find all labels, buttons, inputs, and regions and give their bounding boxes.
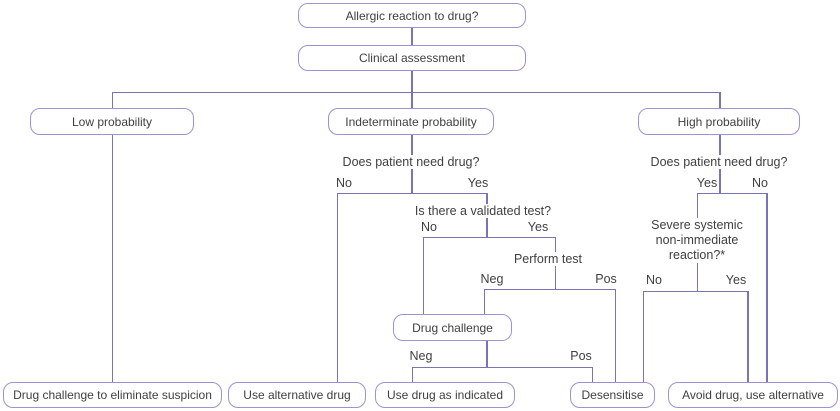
connector-hline: [484, 289, 617, 291]
connector-hline: [337, 193, 488, 195]
branch-label-no: No: [419, 220, 439, 234]
branch-label-no: No: [644, 273, 664, 287]
node-allergic-reaction: Allergic reaction to drug?: [298, 3, 526, 28]
connector-vline: [337, 193, 339, 382]
node-outcome-desensitise: Desensitise: [570, 382, 655, 408]
node-outcome-avoid-drug: Avoid drug, use alternative: [668, 382, 838, 408]
branch-label-no: No: [334, 176, 354, 190]
branch-label-yes: Yes: [723, 273, 749, 287]
node-outcome-use-drug-as-indicated: Use drug as indicated: [375, 382, 515, 408]
node-high-probability: High probability: [638, 108, 800, 135]
connector-vline: [484, 289, 486, 314]
connector-vline: [411, 71, 413, 92]
connector-vline: [112, 92, 114, 108]
connector-vline: [766, 193, 768, 382]
connector-vline: [412, 367, 414, 382]
question-does-patient-need-drug-high: Does patient need drug?: [645, 155, 793, 169]
branch-label-no: No: [750, 176, 770, 190]
node-outcome-eliminate-suspicion: Drug challenge to eliminate suspicion: [3, 382, 222, 408]
connector-hline: [423, 237, 557, 239]
branch-label-neg: Neg: [407, 349, 435, 363]
question-severe-systemic-reaction: Severe systemic non-immediate reaction?*: [633, 218, 761, 263]
branch-label-yes: Yes: [525, 220, 551, 234]
branch-label-yes: Yes: [694, 176, 720, 190]
node-clinical-assessment: Clinical assessment: [298, 45, 526, 71]
connector-vline: [486, 341, 488, 367]
branch-label-yes: Yes: [465, 176, 491, 190]
connector-vline: [423, 237, 425, 314]
connector-vline: [747, 291, 749, 382]
branch-label-pos: Pos: [593, 272, 619, 286]
connector-vline: [615, 289, 617, 382]
node-drug-challenge: Drug challenge: [393, 314, 512, 341]
connector-vline: [411, 92, 413, 108]
connector-hline: [412, 367, 594, 369]
node-outcome-use-alternative-drug: Use alternative drug: [228, 382, 366, 408]
connector-vline: [411, 28, 413, 45]
connector-hline: [643, 291, 749, 293]
question-does-patient-need-drug-mid: Does patient need drug?: [337, 155, 485, 169]
branch-label-neg: Neg: [478, 272, 506, 286]
node-indeterminate-probability: Indeterminate probability: [328, 108, 494, 135]
node-low-probability: Low probability: [30, 108, 194, 135]
branch-label-pos: Pos: [568, 349, 594, 363]
question-perform-test: Perform test: [508, 252, 588, 266]
connector-vline: [719, 92, 721, 108]
connector-vline: [112, 135, 114, 382]
connector-hline: [697, 193, 768, 195]
connector-vline: [592, 367, 594, 382]
connector-hline: [112, 92, 721, 94]
connector-vline: [643, 291, 645, 382]
question-validated-test: Is there a validated test?: [409, 204, 557, 218]
